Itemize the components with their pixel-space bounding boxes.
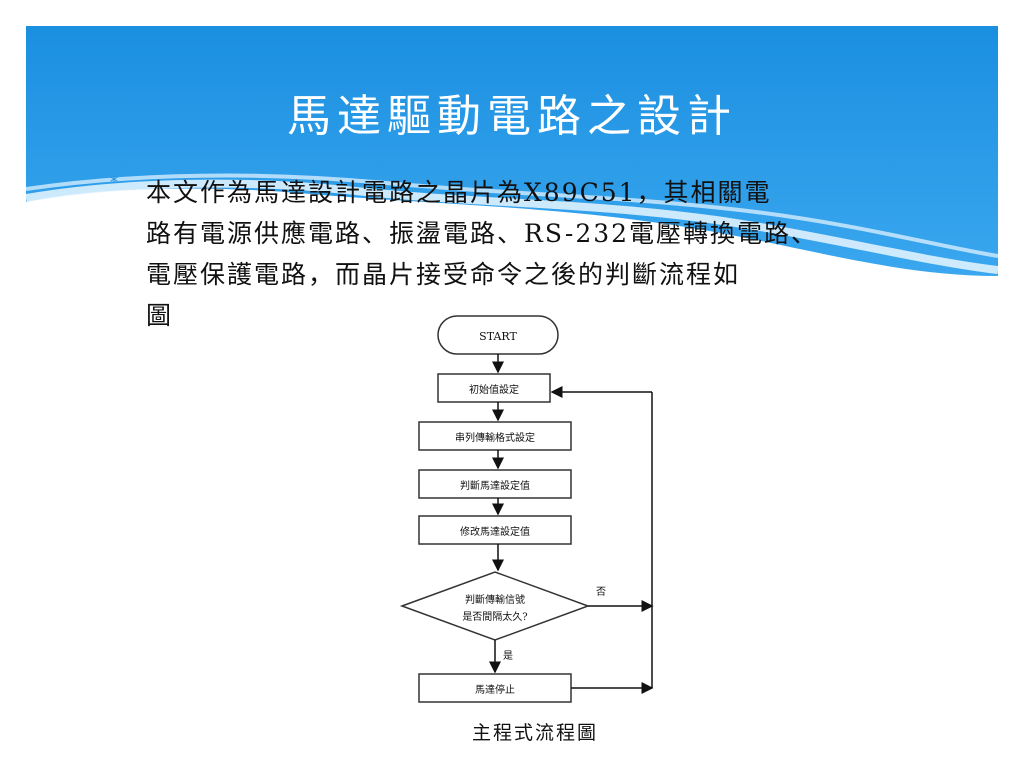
header-wave-1 — [26, 191, 998, 356]
decision-diamond — [399, 571, 591, 641]
flowchart: START 初始值設定 串列傳輸格式設定 判斷馬達設定值 修改馬達設定值 判斷傳… — [399, 315, 654, 703]
figure-caption: 主程式流程圖 — [471, 722, 598, 744]
bullet-text: 本文作為馬達設計電路之晶片為X89C51，其相關電 路有電源供應電路、振盪電路、… — [146, 178, 819, 330]
process-modify — [418, 515, 572, 545]
process-judge-label: 判斷馬達設定值 — [460, 479, 530, 492]
header-background — [26, 26, 998, 356]
process-serial-label: 串列傳輸格式設定 — [455, 431, 535, 444]
process-stop-label: 馬達停止 — [475, 683, 515, 696]
decision-line1: 判斷傳輸信號 — [465, 593, 525, 606]
start-label: START — [479, 330, 517, 343]
asterisk-icon: * — [110, 172, 118, 191]
page-title: 馬達驅動電路之設計 — [287, 91, 737, 142]
process-judge — [418, 469, 572, 499]
process-init — [437, 373, 551, 403]
process-stop — [418, 673, 572, 703]
header-wave-2 — [26, 179, 998, 274]
process-init-label: 初始值設定 — [469, 383, 519, 396]
process-serial — [418, 421, 572, 451]
decision-line2: 是否間隔太久? — [462, 610, 527, 623]
slide-frame — [26, 26, 998, 742]
header-wave-3 — [26, 173, 998, 258]
decision-yes-label: 是 — [503, 650, 513, 662]
decision-no-label: 否 — [596, 586, 606, 598]
process-modify-label: 修改馬達設定值 — [460, 525, 530, 538]
